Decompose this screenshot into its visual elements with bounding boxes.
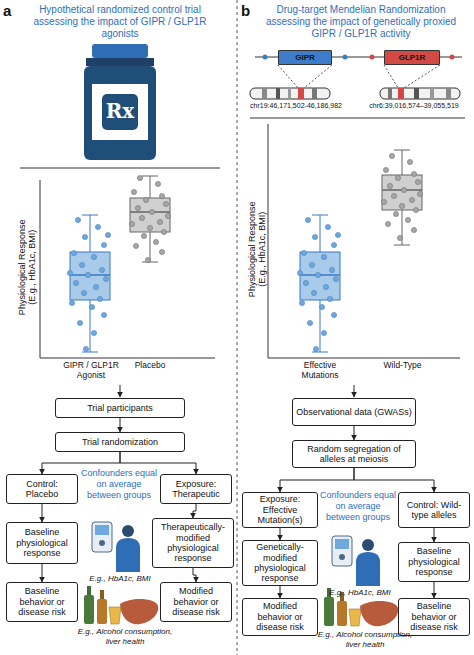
box-text: Baseline behavior or disease risk [10,586,74,617]
process-box: Therapeutically-modified physiological r… [152,518,234,568]
process-box: Baseline physiological response [6,522,78,564]
panel-divider [237,0,238,655]
process-box: Modified behavior or disease risk [160,582,232,622]
icon-caption: E.g., HbA1c, BMI [318,588,402,598]
process-box: Random segregation of alleles at meiosis [292,440,416,468]
coordinate-label: chr19:46,171,502-46,186,982 [236,102,356,109]
axis-tick-label: GIPR / GLP1R Agonist [58,361,124,381]
process-box: Genetically-modified physiological respo… [242,540,318,586]
box-text: Control: Wild-type alleles [402,500,466,521]
axis-tick-label: Effective Mutations [290,361,350,381]
axis-label: Physiological Response (E.g., HbA1c, BMI… [17,210,38,325]
process-box: Exposure: Therapeutic [160,474,232,504]
flow-arrow [42,564,43,582]
glucometer-person-icon [92,522,140,572]
note-text: Confounders equal on average between gro… [319,490,397,522]
icon-caption: E.g., HbA1c, BMI [78,574,162,584]
box-text: Exposure: Therapeutic [164,479,228,500]
process-box: Exposure: Effective Mutation(s) [242,492,318,528]
flow-arrow [354,468,434,492]
box-text: GIPR [295,53,315,62]
flow-arrow [280,586,281,598]
process-box: Control: Wild-type alleles [398,492,470,528]
box-text: Exposure: Effective Mutation(s) [246,494,314,525]
box-text: Genetically-modified physiological respo… [246,542,314,583]
box-text: Random segregation of alleles at meiosis [296,444,412,465]
process-box: Modified behavior or disease risk [242,598,318,636]
rx-symbol: Rx [102,99,138,123]
box-text: Modified behavior or disease risk [164,586,228,617]
process-box: Baseline behavior or disease risk [6,582,78,622]
flow-arrow [120,385,121,397]
box-text: Trial randomization [82,437,158,447]
flow-arrow [193,504,196,518]
axis-tick-label: Wild-Type [375,361,430,371]
panel-title: Drug-target Mendelian Randomization asse… [256,4,466,40]
panel-letter: b [241,2,255,19]
box-text: Baseline physiological response [10,527,74,558]
flow-arrow [193,568,196,582]
icon-caption: E.g., Alcohol consumption, liver health [75,627,175,646]
icon-caption: E.g., Alcohol consumption, liver health [313,630,417,649]
coordinate-label: chr6:39,016,574–39,055,519 [356,102,472,109]
flow-arrow [354,385,355,397]
separator [250,118,465,119]
process-box: Trial randomization [55,432,185,452]
box-text: Baseline physiological response [402,546,466,577]
box-text: Baseline behavior or disease risk [402,601,466,632]
gene-box: GLP1R [384,50,440,65]
pill-bottle [84,44,156,160]
flow-arrow [434,582,435,598]
process-box: Trial participants [55,398,185,418]
flow-arrow [120,418,121,432]
axis-tick-label: Placebo [125,361,175,371]
box-text: Modified behavior or disease risk [246,601,314,632]
panel-title: Hypothetical randomized control trial as… [18,4,222,40]
flow-arrow [280,468,354,492]
glucometer-person-icon [332,536,380,586]
box-text: Trial participants [87,403,153,413]
box-plot [268,124,460,358]
alcohol-liver-icon [84,586,158,624]
box-text: Therapeutically-modified physiological r… [156,522,230,563]
box-text: Control: Placebo [10,479,74,500]
box-text: Observational data (GWASs) [296,407,412,417]
flow-arrow [354,426,355,440]
panel-letter: a [3,2,17,19]
process-box: Baseline physiological response [398,542,470,582]
axis-label: Physiological Response (E.g., HbA1c, BMI… [247,192,268,307]
note-text: Confounders equal on average between gro… [80,468,158,500]
flow-arrow [42,504,43,522]
gene-box: GIPR [278,50,332,65]
flow-arrow [434,528,435,542]
process-box: Observational data (GWASs) [292,398,416,426]
box-text: GLP1R [399,53,426,62]
process-box: Control: Placebo [6,474,78,504]
separator [20,168,220,169]
flow-arrow [280,528,281,540]
box-plot [40,175,215,358]
